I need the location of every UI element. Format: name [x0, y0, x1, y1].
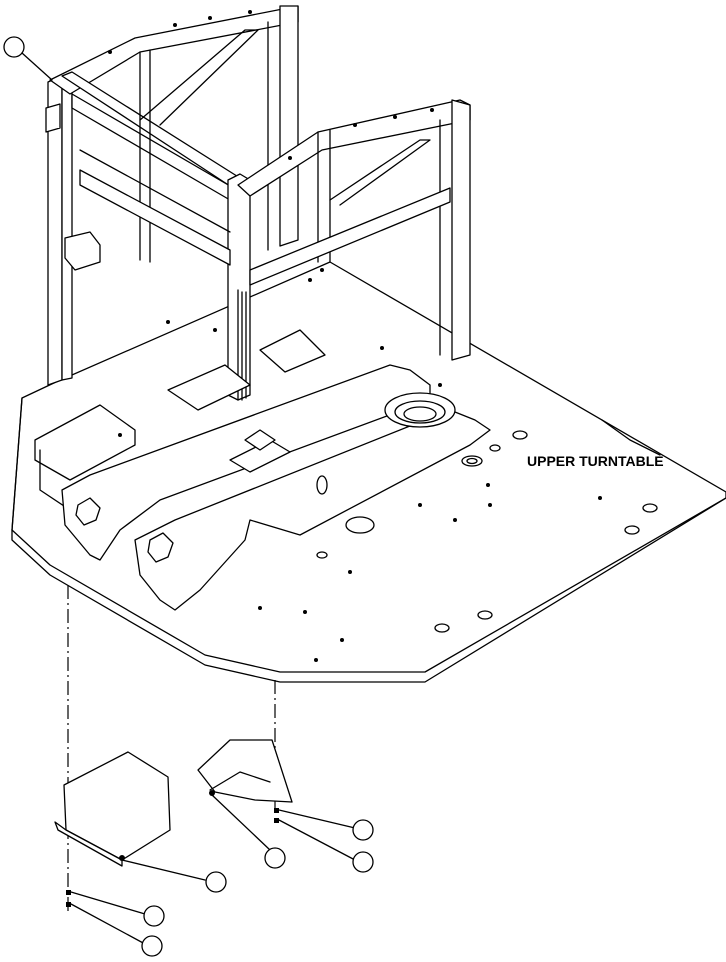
callout-screw-right: [352, 851, 374, 873]
callout-washer-left: [143, 905, 165, 927]
plate-holes: [118, 268, 658, 662]
callout-washer-right: [352, 819, 374, 841]
callout-screw-left: [141, 935, 163, 957]
callout-cover-plate: [205, 871, 227, 893]
plate-openings: [34, 329, 326, 511]
fasteners-left: [66, 890, 165, 957]
boom-brackets: [61, 364, 491, 611]
fasteners-right: [274, 808, 374, 873]
label-leader-line: [601, 419, 661, 456]
cover-plate-small: [197, 739, 293, 869]
upper-turntable-label: UPPER TURNTABLE: [527, 453, 664, 469]
callout-top-left: [3, 36, 53, 81]
callout-small-plate: [264, 847, 286, 869]
cover-plate-large: [54, 751, 227, 893]
guard-frame: [45, 5, 471, 401]
